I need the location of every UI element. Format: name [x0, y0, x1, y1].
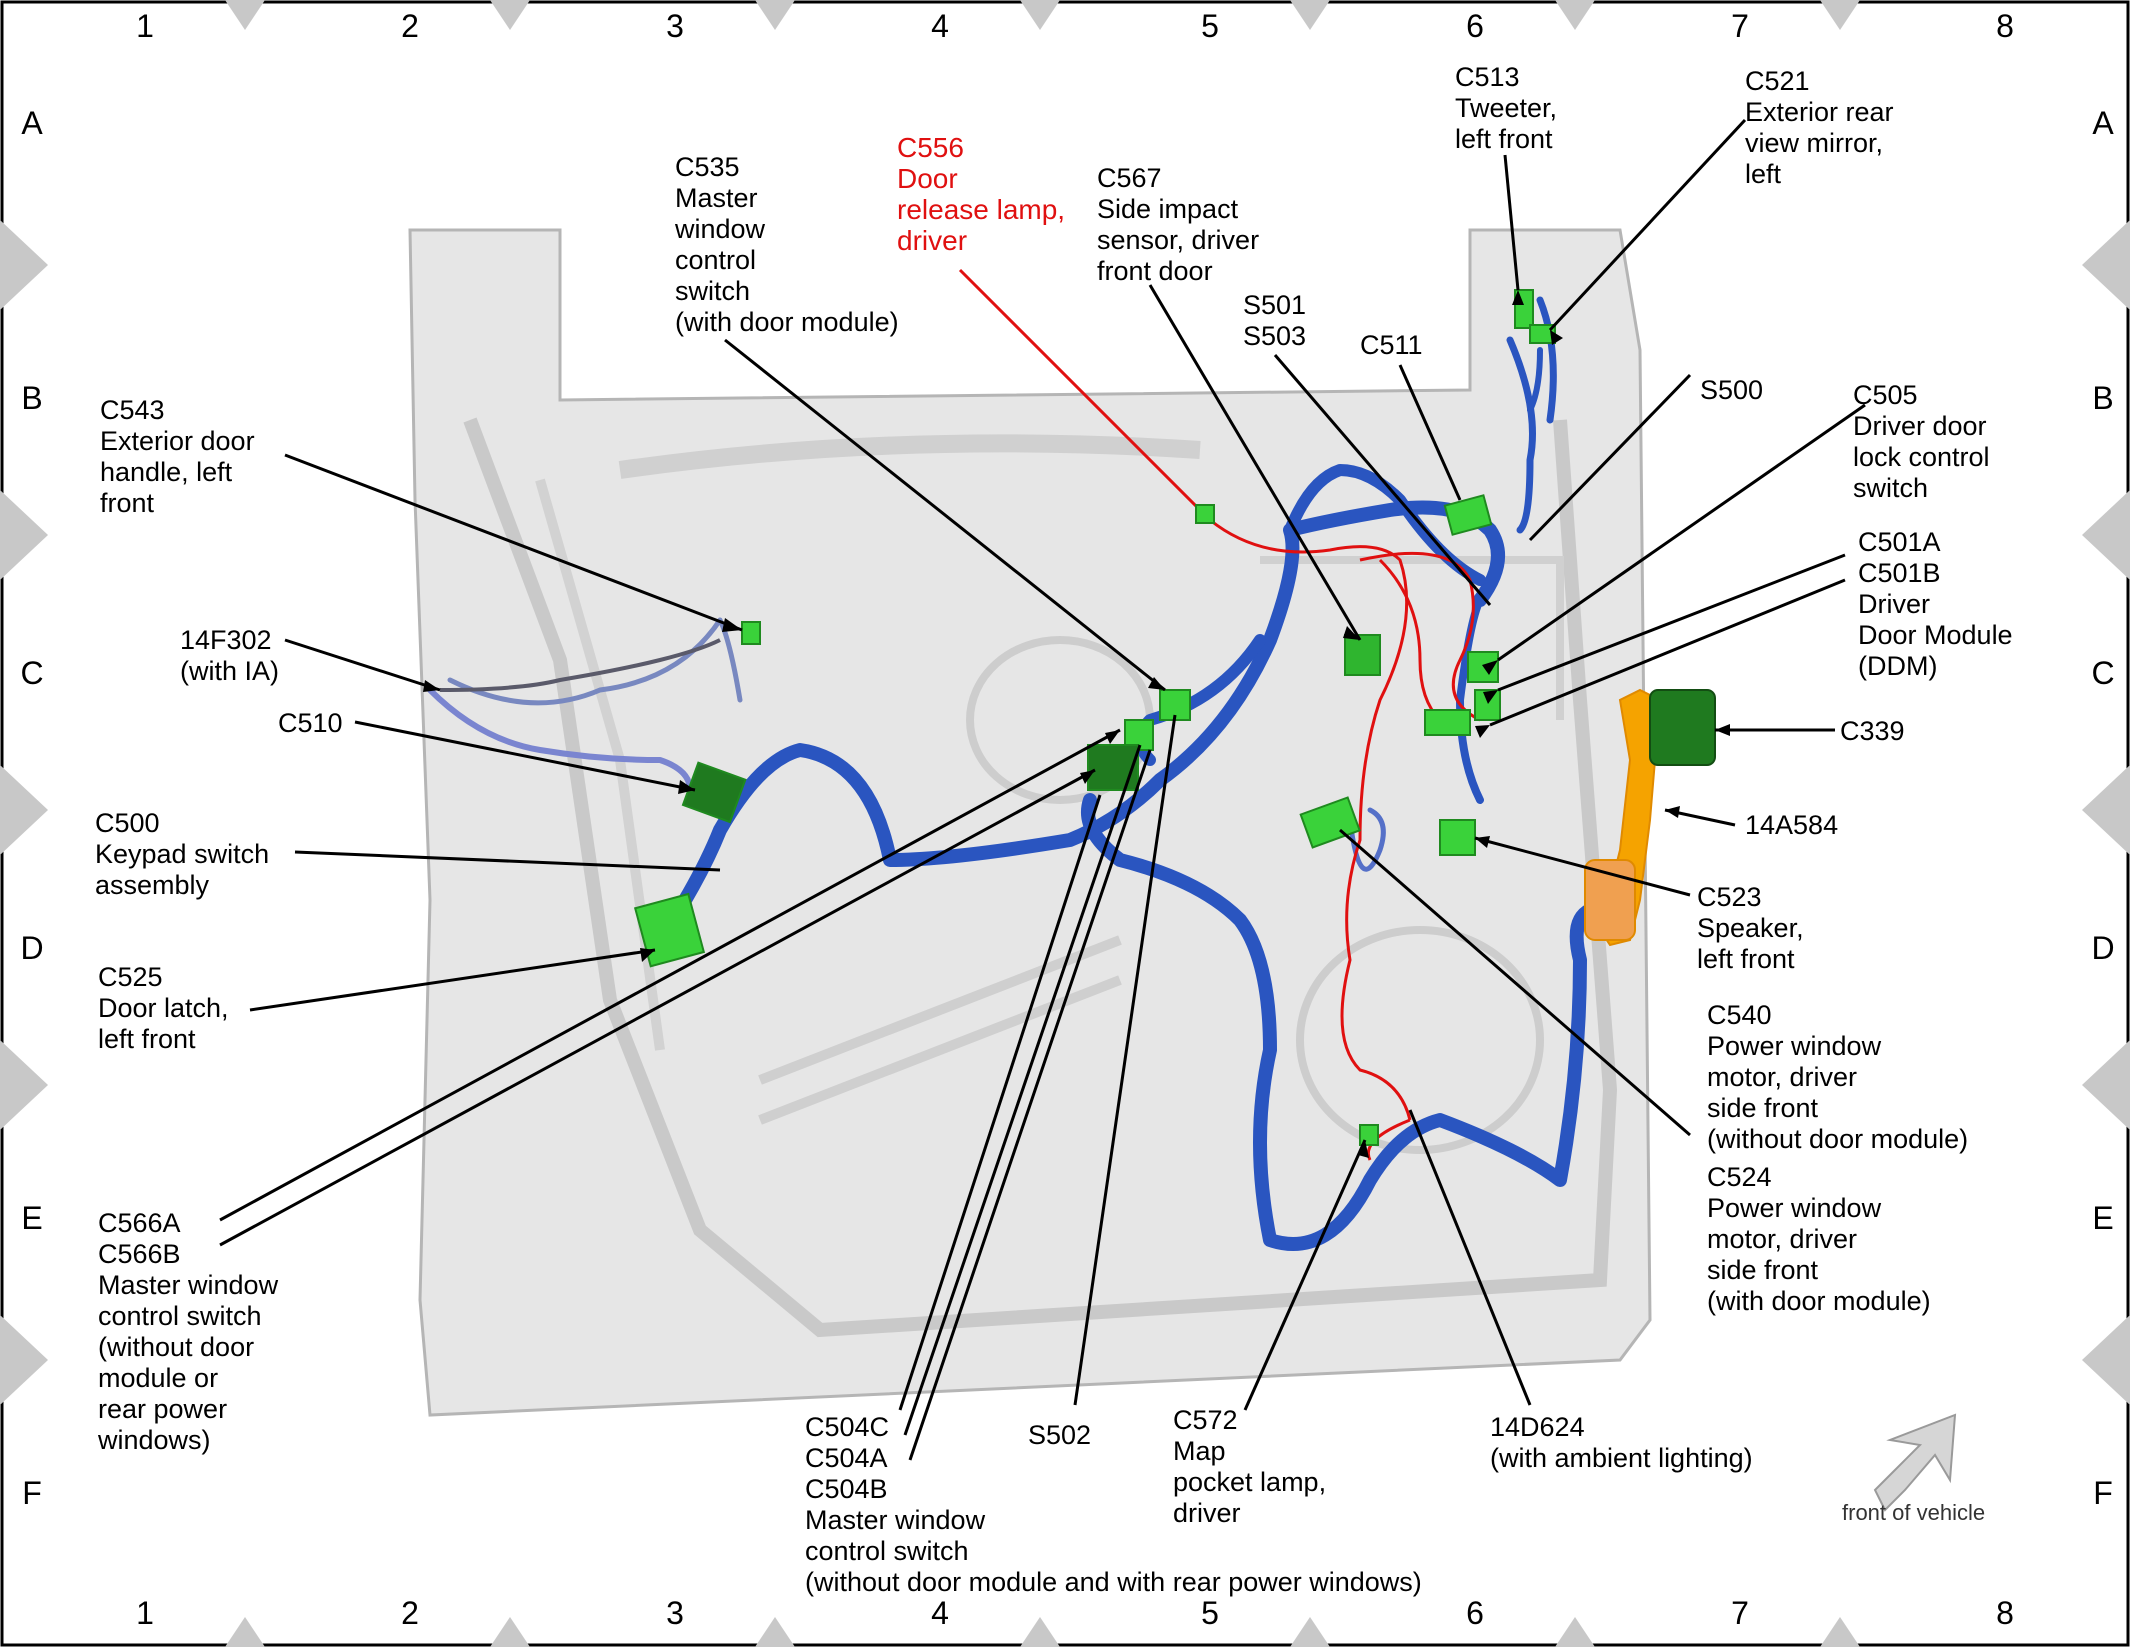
orange-harness-14a584: [1584, 688, 1716, 947]
connector-c567: [1344, 634, 1381, 676]
connector-c523: [1439, 819, 1476, 856]
grid-row-d: D: [20, 930, 44, 966]
label-s500: S500: [1700, 375, 1764, 405]
connector-c556: [1195, 504, 1215, 524]
grid-row-e-right: E: [2092, 1200, 2114, 1236]
label-s501-s503: S501 S503: [1243, 290, 1307, 351]
label-c566: C566A C566B Master window control switch…: [98, 1208, 279, 1455]
label-c535: C535 Master window control switch (with …: [675, 152, 899, 337]
connector-c511: [1443, 494, 1493, 536]
grid-col-5: 5: [1201, 8, 1219, 44]
label-c572: C572 Map pocket lamp, driver: [1173, 1405, 1327, 1528]
label-c543: C543 Exterior door handle, left front: [100, 395, 255, 518]
label-c523: C523 Speaker, left front: [1697, 882, 1804, 974]
grid-col-2-bottom: 2: [401, 1595, 419, 1631]
label-c339: C339: [1840, 716, 1905, 746]
label-front-of-vehicle: front of vehicle: [1842, 1500, 1986, 1525]
grid-row-f: F: [22, 1475, 42, 1511]
grid-col-1-bottom: 1: [136, 1595, 154, 1631]
leader-lines: [219, 118, 1866, 1461]
grid-row-e: E: [21, 1200, 43, 1236]
grid-row-f-right: F: [2093, 1475, 2113, 1511]
label-c567: C567 Side impact sensor, driver front do…: [1097, 163, 1260, 286]
label-c510: C510: [278, 708, 343, 738]
door-panel: [408, 228, 1652, 1417]
label-c525: C525 Door latch, left front: [98, 962, 229, 1054]
label-c521: C521 Exterior rear view mirror, left: [1745, 66, 1894, 189]
grid-row-a-right: A: [2092, 105, 2114, 141]
grid-row-c: C: [20, 655, 44, 691]
grid-col-3: 3: [666, 8, 684, 44]
grid-col-6-bottom: 6: [1466, 1595, 1484, 1631]
grid-col-7: 7: [1731, 8, 1749, 44]
cable-14f302: [439, 638, 721, 692]
grid-col-2: 2: [401, 8, 419, 44]
grid-col-1: 1: [136, 8, 154, 44]
front-of-vehicle-arrow: [1873, 1413, 1957, 1512]
label-c556: C556 Door release lamp, driver: [897, 132, 1066, 256]
grid-col-4-bottom: 4: [931, 1595, 949, 1631]
grid-col-4: 4: [931, 8, 949, 44]
grid-col-3-bottom: 3: [666, 1595, 684, 1631]
grid-row-b-right: B: [2092, 380, 2114, 416]
connector-c501a: [1424, 709, 1471, 736]
connector-c501b: [1474, 689, 1501, 721]
grid-col-8-bottom: 8: [1996, 1595, 2014, 1631]
label-14d624: 14D624 (with ambient lighting): [1490, 1412, 1753, 1473]
label-c504: C504C C504A C504B Master window control …: [805, 1412, 1422, 1597]
grid-row-b: B: [21, 380, 43, 416]
label-s502: S502: [1028, 1420, 1092, 1450]
grid-row-a: A: [21, 105, 43, 141]
label-c500: C500 Keypad switch assembly: [95, 808, 270, 900]
label-c524: C524 Power window motor, driver side fro…: [1707, 1162, 1931, 1316]
grid-col-7-bottom: 7: [1731, 1595, 1749, 1631]
connector-c543: [741, 621, 761, 645]
connector-c525: [633, 892, 706, 968]
label-c501: C501A C501B Driver Door Module (DDM): [1858, 527, 2013, 681]
label-c505: C505 Driver door lock control switch: [1853, 380, 1990, 503]
arrowheads: [423, 290, 1730, 1158]
connector-c504: [1087, 744, 1139, 791]
grid-col-6: 6: [1466, 8, 1484, 44]
label-c511: C511: [1360, 330, 1423, 360]
connector-c510: [681, 761, 747, 824]
connector-c505: [1467, 651, 1499, 683]
label-14f302: 14F302 (with IA): [180, 625, 280, 686]
label-c513: C513 Tweeter, left front: [1455, 62, 1558, 154]
grid-row-c-right: C: [2091, 655, 2115, 691]
grid-col-8: 8: [1996, 8, 2014, 44]
label-14a584: 14A584: [1745, 810, 1839, 840]
label-c540: C540 Power window motor, driver side fro…: [1707, 1000, 1969, 1154]
grid-col-5-bottom: 5: [1201, 1595, 1219, 1631]
grid-row-d-right: D: [2091, 930, 2115, 966]
